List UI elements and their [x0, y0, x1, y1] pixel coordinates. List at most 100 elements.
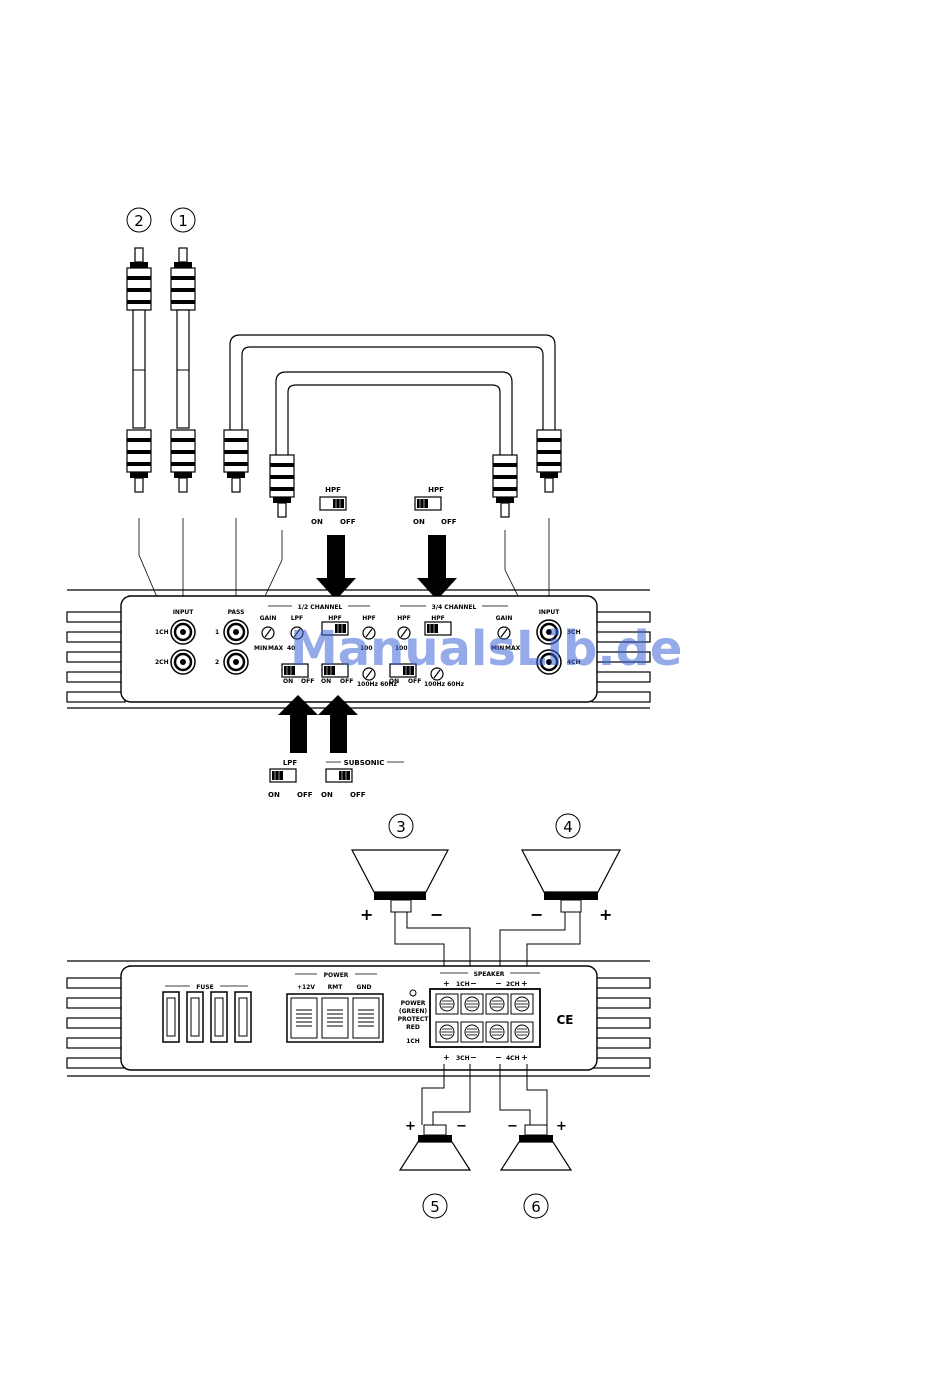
svg-text:RMT: RMT [328, 984, 344, 991]
svg-text:2CH: 2CH [155, 659, 169, 666]
input-plug-4 [492, 454, 518, 518]
svg-text:+: + [360, 905, 373, 924]
marker-4: 4 [555, 813, 581, 839]
svg-text:GAIN: GAIN [260, 615, 277, 622]
svg-text:ON: ON [268, 791, 280, 799]
svg-text:LPF: LPF [283, 759, 298, 767]
svg-text:4CH: 4CH [567, 659, 581, 666]
status-led [409, 989, 417, 997]
svg-text:OFF: OFF [350, 791, 366, 799]
svg-text:FUSE: FUSE [196, 984, 213, 991]
svg-text:2CH: 2CH [506, 981, 520, 988]
svg-text:1: 1 [215, 629, 219, 636]
marker-6: 6 [523, 1193, 549, 1219]
input-jack-2ch [169, 648, 197, 676]
marker-1: 1 [170, 207, 196, 233]
svg-text:ON: ON [283, 678, 293, 685]
gain-knob-12 [261, 626, 275, 640]
heatsink-left [66, 611, 126, 703]
svg-text:2: 2 [134, 212, 144, 230]
svg-text:−: − [470, 1053, 477, 1062]
svg-text:ON: ON [321, 678, 331, 685]
svg-text:3CH: 3CH [456, 1055, 470, 1062]
svg-text:LPF: LPF [291, 615, 303, 622]
svg-text:OFF: OFF [297, 791, 313, 799]
svg-text:POWER: POWER [324, 972, 349, 979]
svg-text:+: + [521, 1053, 528, 1062]
pass-jack-1 [222, 618, 250, 646]
svg-text:+: + [443, 979, 450, 988]
svg-text:+: + [556, 1119, 567, 1134]
svg-text:3/4 CHANNEL: 3/4 CHANNEL [432, 604, 477, 611]
svg-text:MAX: MAX [505, 645, 521, 652]
svg-text:3: 3 [396, 818, 406, 836]
svg-text:1CH: 1CH [406, 1038, 420, 1045]
svg-text:−: − [430, 905, 443, 924]
svg-text:OFF: OFF [441, 518, 457, 526]
svg-text:1CH: 1CH [456, 981, 470, 988]
svg-text:OFF: OFF [408, 678, 421, 685]
marker-5: 5 [422, 1193, 448, 1219]
power-terminal-block [286, 993, 384, 1043]
pass-plug-1 [223, 429, 249, 493]
svg-text:−: − [470, 979, 477, 988]
bottom-amplifier: FUSE POWER +12V RMT GND [66, 960, 651, 1077]
svg-text:−: − [495, 1053, 502, 1062]
speaker-terminal-block [429, 988, 541, 1048]
svg-text:ON: ON [321, 791, 333, 799]
svg-text:5: 5 [430, 1198, 440, 1216]
svg-text:1/2 CHANNEL: 1/2 CHANNEL [298, 604, 343, 611]
svg-text:+: + [521, 979, 528, 988]
svg-text:RED: RED [406, 1024, 420, 1031]
fuse-block [162, 991, 252, 1043]
svg-text:ON: ON [311, 518, 323, 526]
svg-text:ON: ON [389, 678, 399, 685]
svg-text:100Hz 60Hz: 100Hz 60Hz [424, 681, 464, 688]
svg-text:SUBSONIC: SUBSONIC [344, 759, 385, 767]
svg-text:6: 6 [531, 1198, 541, 1216]
svg-text:HPF: HPF [325, 486, 341, 494]
lpf-callout: LPF ON OFF [268, 695, 318, 799]
svg-text:4CH: 4CH [506, 1055, 520, 1062]
speaker-3: + − [351, 849, 449, 924]
ce-mark: CE [556, 1013, 573, 1027]
svg-text:+12V: +12V [297, 984, 315, 991]
svg-text:3CH: 3CH [567, 629, 581, 636]
heatsink-right [591, 611, 651, 703]
jumper-cable-outer [229, 334, 556, 430]
svg-text:2: 2 [215, 659, 219, 666]
svg-text:OFF: OFF [340, 678, 353, 685]
pass-plug-2 [269, 454, 295, 518]
svg-text:MIN: MIN [491, 645, 504, 652]
svg-text:4: 4 [563, 818, 573, 836]
svg-text:(GREEN): (GREEN) [399, 1008, 428, 1015]
top-amplifier: INPUT 1CH 2CH PASS 1 2 1/2 CHANNEL GAIN … [66, 589, 651, 709]
svg-text:+: + [443, 1053, 450, 1062]
svg-text:POWER: POWER [401, 1000, 426, 1007]
marker-2: 2 [126, 207, 152, 233]
heatsink-left-bottom [66, 977, 126, 1069]
svg-text:ON: ON [413, 518, 425, 526]
svg-text:40: 40 [287, 645, 295, 652]
speaker-4: − + [521, 849, 621, 924]
svg-text:1: 1 [178, 212, 188, 230]
svg-text:−: − [530, 905, 543, 924]
subsonic-callout: SUBSONIC ON OFF [318, 695, 404, 799]
input-jack-1ch [169, 618, 197, 646]
svg-text:INPUT: INPUT [539, 609, 561, 616]
svg-text:100Hz 60Hz: 100Hz 60Hz [357, 681, 397, 688]
svg-text:GAIN: GAIN [496, 615, 513, 622]
svg-text:+: + [599, 905, 612, 924]
input-cable-1 [170, 247, 196, 493]
svg-text:INPUT: INPUT [173, 609, 195, 616]
svg-text:+: + [405, 1119, 416, 1134]
svg-text:PROTECT: PROTECT [398, 1016, 430, 1023]
svg-text:100: 100 [395, 645, 408, 652]
watermark: ManualsLib.de [290, 621, 682, 677]
marker-3: 3 [388, 813, 414, 839]
speaker-wires-lower [421, 1064, 548, 1125]
speaker-5: + − [398, 1119, 472, 1171]
jumper-cable-inner [275, 371, 513, 455]
svg-text:SPEAKER: SPEAKER [474, 971, 505, 978]
